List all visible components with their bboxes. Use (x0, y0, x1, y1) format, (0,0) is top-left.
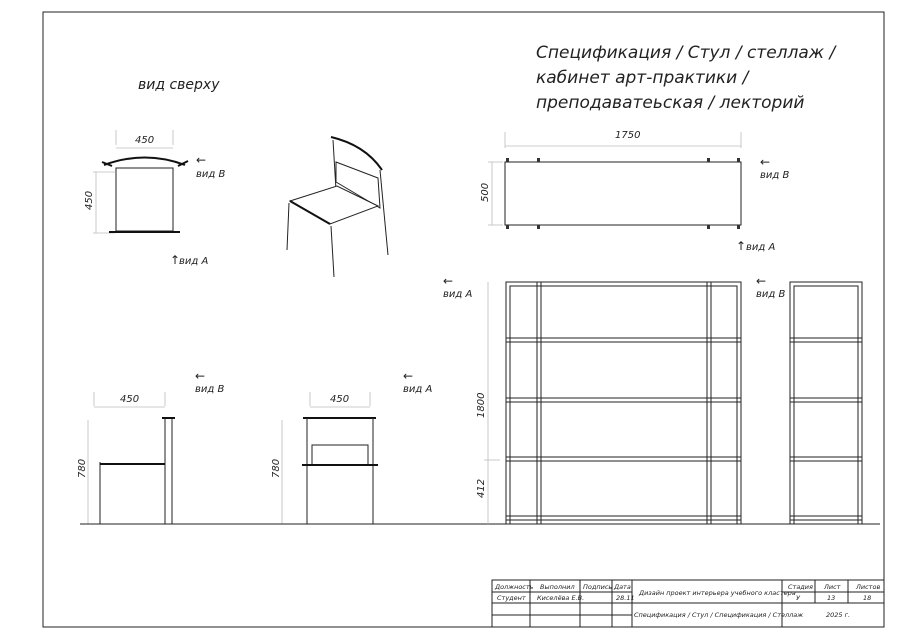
view-arrow-shelf-b: ← вид В (756, 274, 785, 300)
title-line-2: кабинет арт-практики / (536, 68, 751, 88)
title-line-1: Спецификация / Стул / стеллаж / (536, 43, 838, 63)
shelf-side-view (789, 281, 863, 525)
year: 2025 г. (826, 611, 850, 619)
svg-text:Должность: Должность (494, 583, 534, 591)
view-arrow-shelf-top-a: ↑ вид А (736, 239, 775, 253)
svg-text:Выполнил: Выполнил (540, 583, 575, 591)
project-name: Дизайн проект интерьера учебного кластер… (638, 589, 796, 597)
svg-text:вид А: вид А (746, 242, 775, 253)
svg-text:←: ← (195, 369, 205, 383)
svg-text:↑: ↑ (170, 253, 180, 267)
top-view-label: вид сверху (138, 77, 220, 93)
svg-text:28.11: 28.11 (616, 594, 635, 602)
svg-text:вид В: вид В (196, 169, 225, 180)
shelf-top-view: 1750 500 (480, 130, 742, 229)
dim-top-depth: 450 (84, 191, 95, 210)
svg-text:вид А: вид А (443, 289, 472, 300)
dim-shelf-depth: 500 (480, 183, 491, 202)
svg-text:←: ← (403, 369, 413, 383)
svg-text:вид В: вид В (756, 289, 785, 300)
chair-front-view: 450 780 (271, 392, 378, 524)
svg-text:вид А: вид А (179, 256, 208, 267)
svg-text:←: ← (443, 274, 453, 288)
sheet-title: Спецификация / Стул / стеллаж / кабинет … (536, 43, 838, 113)
chair-top-view: 450 450 (84, 130, 189, 234)
svg-text:13: 13 (827, 594, 835, 602)
svg-text:Дата: Дата (613, 583, 631, 591)
svg-text:У: У (796, 594, 801, 602)
view-arrow-side-b: ← вид В (195, 369, 224, 395)
svg-text:Студент: Студент (497, 594, 526, 602)
dim-shelf-lower: 412 (476, 479, 487, 498)
view-arrow-shelf-top-b: ← вид В (760, 155, 789, 181)
svg-text:←: ← (196, 153, 206, 167)
svg-text:Лист: Лист (823, 583, 841, 591)
svg-text:вид В: вид В (760, 170, 789, 181)
svg-text:вид А: вид А (403, 384, 432, 395)
svg-text:вид В: вид В (195, 384, 224, 395)
sheet-name: Спецификация / Стул / Спецификация / Сте… (634, 611, 803, 619)
svg-text:←: ← (760, 155, 770, 169)
chair-side-view: 450 780 (77, 392, 175, 524)
dim-top-width: 450 (135, 135, 154, 146)
title-line-3: преподаватеьская / лекторий (536, 93, 804, 113)
svg-text:Киселёва Е.В.: Киселёва Е.В. (537, 594, 584, 602)
view-arrow-top-a: ↑ вид А (170, 253, 208, 267)
svg-text:Подпись: Подпись (583, 583, 612, 591)
chair-isometric (286, 136, 389, 278)
dim-front-height: 780 (271, 459, 282, 478)
dim-shelf-width: 1750 (615, 130, 640, 141)
dim-side-height: 780 (77, 459, 88, 478)
view-arrow-shelf-a: ← вид А (443, 274, 472, 300)
svg-text:Листов: Листов (855, 583, 880, 591)
svg-text:Стадия: Стадия (788, 583, 813, 591)
sheet-frame (42, 11, 885, 628)
svg-text:←: ← (756, 274, 766, 288)
dim-shelf-height: 1800 (476, 393, 487, 418)
dim-front-width: 450 (330, 394, 349, 405)
title-block: Должность Выполнил Подпись Дата Студент … (491, 579, 885, 628)
svg-text:↑: ↑ (736, 239, 746, 253)
dim-side-width: 450 (120, 394, 139, 405)
svg-text:18: 18 (863, 594, 871, 602)
view-arrow-front-a: ← вид А (403, 369, 432, 395)
view-arrow-top-b: ← вид В (196, 153, 225, 180)
shelf-front-view: 1800 412 (476, 281, 742, 525)
